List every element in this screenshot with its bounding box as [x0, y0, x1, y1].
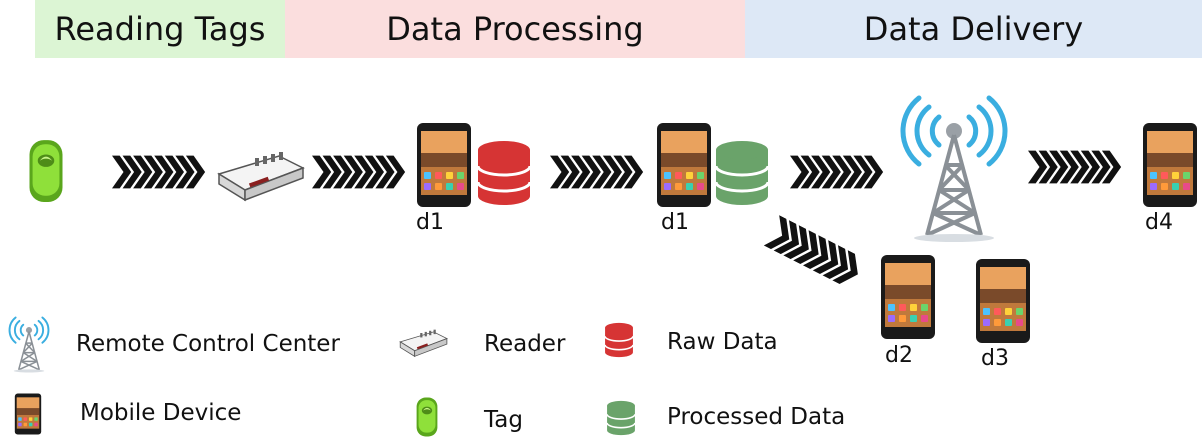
stage-data-delivery: Data Delivery — [745, 0, 1202, 58]
tag-icon — [24, 138, 68, 204]
processed-data-icon — [606, 400, 636, 436]
device-label-d4: d4 — [1145, 210, 1173, 235]
mobile-device-icon — [656, 122, 712, 208]
device-label-d2: d2 — [885, 343, 913, 368]
flow-arrow-2 — [312, 155, 408, 189]
flow-arrow-3 — [550, 155, 646, 189]
legend-tag: Tag — [484, 407, 523, 433]
mobile-device-icon — [880, 254, 936, 340]
mobile-device-icon — [14, 393, 42, 435]
raw-data-icon — [476, 140, 532, 206]
flow-arrow-4 — [790, 155, 886, 189]
raw-data-icon — [604, 322, 634, 358]
remote-control-center-icon — [8, 316, 50, 374]
stage-reading-tags: Reading Tags — [35, 0, 285, 58]
stage-data-processing-label: Data Processing — [386, 10, 644, 48]
device-label-d1: d1 — [661, 210, 689, 235]
flow-arrow-1 — [112, 155, 208, 189]
reader-icon — [398, 328, 448, 358]
mobile-device-icon — [1142, 122, 1198, 208]
mobile-device-icon — [416, 122, 472, 208]
legend-reader: Reader — [484, 331, 566, 357]
mobile-device-icon — [975, 258, 1031, 344]
legend-mobile-device: Mobile Device — [80, 400, 242, 426]
device-label-d3: d3 — [981, 346, 1009, 371]
legend-remote-control-center: Remote Control Center — [76, 331, 340, 357]
flow-arrow-diagonal — [764, 215, 869, 291]
reader-icon — [214, 150, 306, 202]
processed-data-icon — [714, 140, 770, 206]
stage-reading-tags-label: Reading Tags — [54, 10, 266, 48]
remote-control-center-icon — [898, 95, 1010, 245]
device-label-d1: d1 — [416, 210, 444, 235]
flow-arrow-5 — [1028, 150, 1124, 184]
stage-data-delivery-label: Data Delivery — [863, 10, 1084, 48]
legend-processed-data: Processed Data — [667, 404, 846, 430]
legend-raw-data: Raw Data — [667, 329, 778, 355]
tag-icon — [414, 396, 440, 438]
stage-data-processing: Data Processing — [285, 0, 745, 58]
